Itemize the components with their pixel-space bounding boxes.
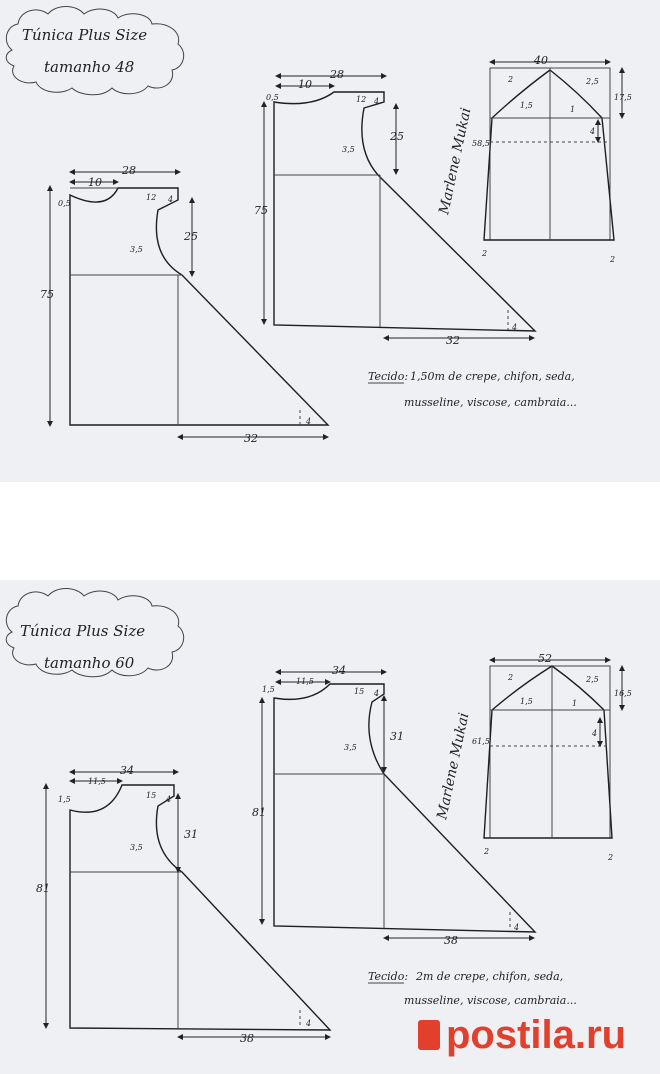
front-curve-label: 3,5 (130, 843, 143, 852)
sleeve-cap-left-label: 2 (507, 673, 513, 682)
sleeve-curve-right-label: 1 (572, 699, 577, 708)
front-length-label: 81 (36, 882, 50, 895)
sleeve-pattern-piece: 52 2 2,5 1,5 1 16,5 4 61,5 2 2 (472, 652, 632, 862)
sleeve-cap-right-label: 2,5 (585, 77, 599, 86)
back-length-label: 81 (252, 806, 266, 819)
back-outline (273, 683, 537, 933)
front-neck-drop-label: 0,5 (58, 199, 71, 208)
back-width-label: 34 (332, 664, 346, 677)
front-pattern-piece: 34 11,5 1,5 15 4 31 3,5 81 38 4 (36, 764, 332, 1045)
watermark: postila.ru (418, 1013, 626, 1057)
back-hem-label: 38 (444, 934, 458, 947)
sleeve-width-label: 40 (533, 54, 548, 67)
fabric-note: Tecido: 2m de crepe, chifon, seda, musse… (368, 970, 577, 1007)
back-curve-label: 3,5 (342, 145, 355, 154)
back-shoulder-drop-label: 4 (373, 689, 379, 698)
fabric-note: Tecido: 1,50m de crepe, chifon, seda, mu… (368, 370, 577, 409)
sleeve-hem-right-label: 2 (607, 853, 613, 862)
title-line2: tamanho 48 (44, 58, 134, 76)
back-neck-label: 10 (298, 78, 312, 91)
back-neck-drop-label: 0,5 (266, 93, 279, 102)
title-cloud: Túnica Plus Size tamanho 60 (5, 588, 185, 678)
back-armhole-label: 31 (390, 730, 404, 743)
sleeve-cap-height-label: 17,5 (614, 93, 632, 102)
front-shoulder-drop-label: 4 (167, 195, 173, 204)
pattern-drawing-size-48: Túnica Plus Size tamanho 48 28 10 0,5 12… (5, 6, 632, 445)
back-pattern-piece: 28 10 0,5 12 4 25 3,5 75 32 4 (254, 68, 537, 347)
front-width-label: 34 (120, 764, 134, 777)
back-shoulder-label: 15 (354, 687, 364, 696)
back-outline (273, 91, 537, 332)
back-neck-label: 11,5 (296, 677, 314, 686)
watermark-text: postila.ru (446, 1013, 626, 1057)
back-hem-label: 32 (446, 334, 460, 347)
front-hem-rise-label: 4 (305, 417, 311, 426)
fabric-line1: 1,50m de crepe, chifon, seda, (410, 370, 575, 383)
front-shoulder-drop-label: 4 (165, 795, 171, 804)
pattern-drawing-size-60: .arr2{stroke:#222;stroke-width:1;fill:no… (5, 588, 632, 1057)
front-outline (69, 187, 330, 426)
title-line1: Túnica Plus Size (22, 26, 147, 44)
front-width-label: 28 (121, 164, 136, 177)
front-hem-label: 38 (240, 1032, 254, 1045)
back-hem-rise-label: 4 (513, 923, 519, 932)
sleeve-outline (483, 69, 615, 241)
watermark-logo-icon (418, 1020, 440, 1050)
back-armhole-label: 25 (389, 130, 404, 143)
sleeve-length-label: 61,5 (472, 737, 490, 746)
front-shoulder-label: 15 (146, 791, 156, 800)
sleeve-hem-left-label: 2 (483, 847, 489, 856)
sleeve-frame (489, 665, 611, 839)
back-hem-rise-label: 4 (511, 323, 517, 332)
sleeve-side-label: 4 (591, 729, 597, 738)
sleeve-pattern-piece: 40 2 2,5 1,5 1 17,5 4 58,5 2 2 (472, 54, 632, 264)
sleeve-curve-left-label: 1,5 (520, 101, 533, 110)
fabric-line1: 2m de crepe, chifon, seda, (415, 970, 563, 983)
sleeve-cap-right-label: 2,5 (585, 675, 599, 684)
front-neck-label: 10 (88, 176, 102, 189)
back-neck-drop-label: 1,5 (262, 685, 275, 694)
sleeve-curve-right-label: 1 (570, 105, 575, 114)
title-line1: Túnica Plus Size (20, 622, 145, 640)
fabric-line2: musseline, viscose, cambraia... (404, 396, 577, 409)
sleeve-outline (483, 665, 613, 839)
sleeve-length-label: 58,5 (472, 139, 490, 148)
front-curve-label: 3,5 (130, 245, 143, 254)
signature: Marlene Mukai (436, 106, 474, 216)
front-hem-rise-label: 4 (305, 1019, 311, 1028)
back-shoulder-label: 12 (356, 95, 366, 104)
sleeve-width-label: 52 (538, 652, 552, 665)
front-length-label: 75 (40, 288, 54, 301)
back-length-label: 75 (254, 204, 268, 217)
fabric-label: Tecido: (368, 970, 408, 983)
front-pattern-piece: 28 10 0,5 12 4 25 3,5 75 32 4 (40, 164, 330, 445)
sleeve-hem-right-label: 2 (609, 255, 615, 264)
back-width-label: 28 (329, 68, 344, 81)
front-armhole-label: 25 (183, 230, 198, 243)
pattern-sheet-size-60: .arr2{stroke:#222;stroke-width:1;fill:no… (0, 580, 660, 1074)
fabric-line2: musseline, viscose, cambraia... (404, 994, 577, 1007)
signature: Marlene Mukai (434, 711, 472, 821)
front-hem-label: 32 (244, 432, 258, 445)
back-curve-label: 3,5 (344, 743, 357, 752)
sleeve-curve-left-label: 1,5 (520, 697, 533, 706)
back-pattern-piece: 34 11,5 1,5 15 4 31 3,5 81 38 4 (252, 664, 537, 947)
sleeve-cap-left-label: 2 (507, 75, 513, 84)
title-line2: tamanho 60 (44, 654, 135, 672)
fabric-label: Tecido: (368, 370, 408, 383)
front-neck-label: 11,5 (88, 777, 106, 786)
sleeve-hem-left-label: 2 (481, 249, 487, 258)
front-armhole-label: 31 (184, 828, 198, 841)
sleeve-cap-height-label: 16,5 (614, 689, 632, 698)
back-shoulder-drop-label: 4 (373, 97, 379, 106)
title-cloud: Túnica Plus Size tamanho 48 (5, 6, 185, 96)
front-outline (69, 784, 332, 1031)
front-neck-drop-label: 1,5 (58, 795, 71, 804)
front-shoulder-label: 12 (146, 193, 156, 202)
sleeve-side-label: 4 (589, 127, 595, 136)
pattern-sheet-size-48: Túnica Plus Size tamanho 48 28 10 0,5 12… (0, 0, 660, 482)
